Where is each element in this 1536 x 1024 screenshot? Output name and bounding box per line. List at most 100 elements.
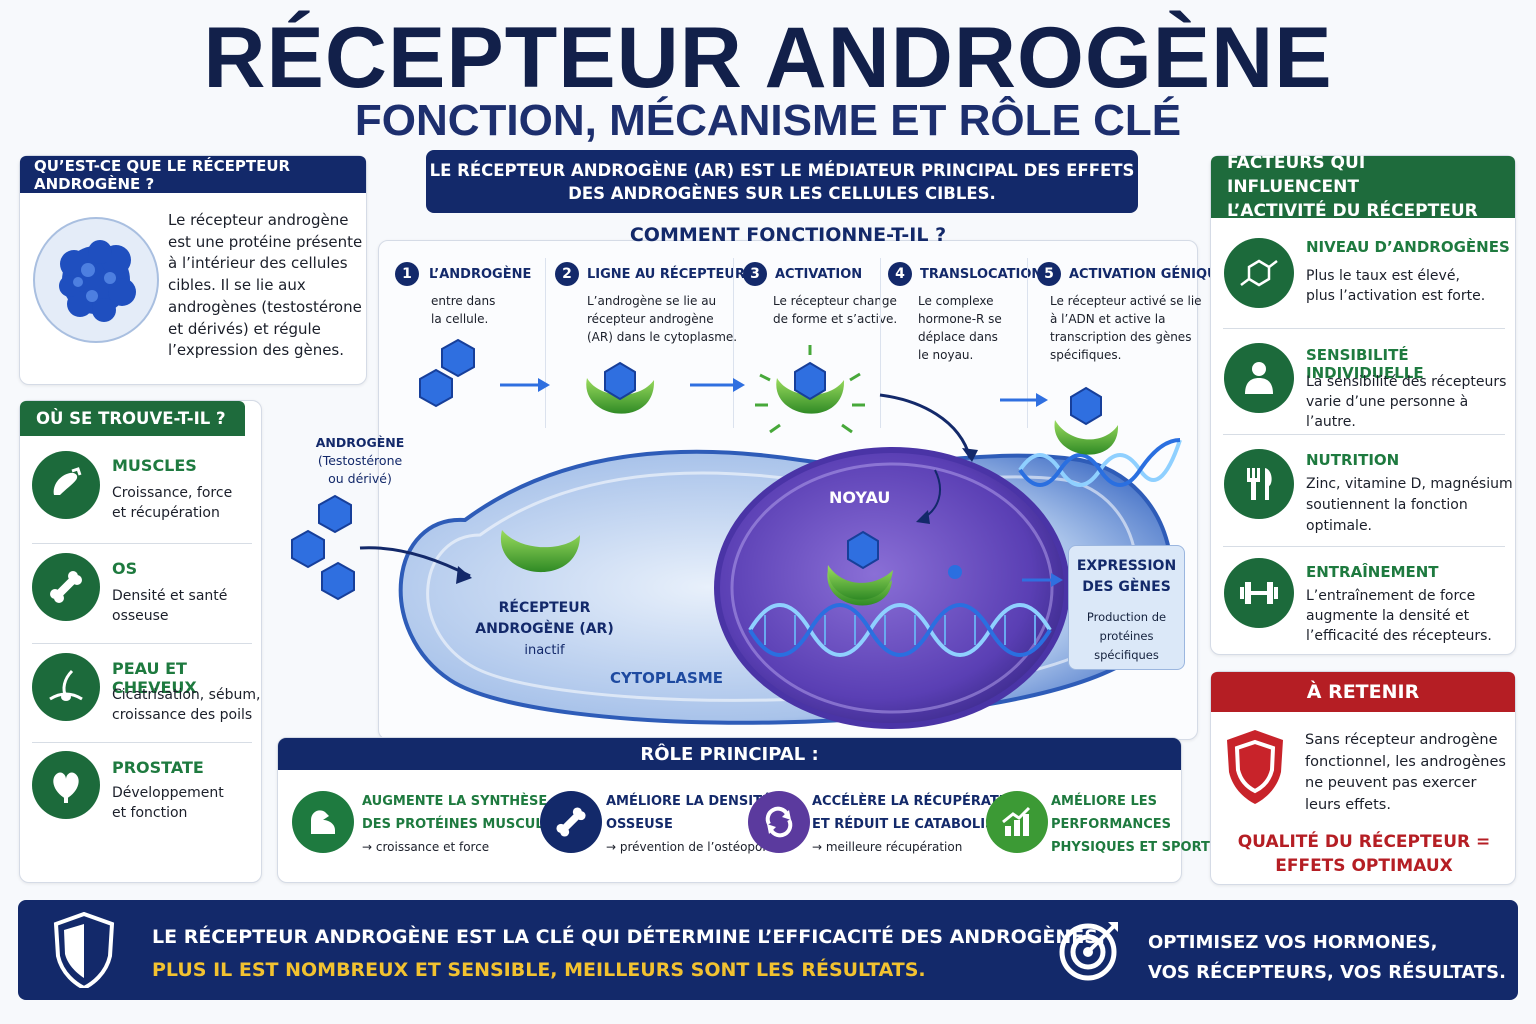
what-is-header: QU’EST-CE QUE LE RÉCEPTEUR ANDROGÈNE ? [20, 156, 366, 193]
cutlery-icon [1224, 449, 1294, 519]
factor-3-line: Zinc, vitamine D, magnésium [1306, 476, 1513, 492]
step-3-line: de forme et s’active. [773, 312, 898, 326]
step-2-line: (AR) dans le cytoplasme. [587, 330, 738, 344]
step-divider [1027, 258, 1028, 428]
step-1-line: entre dans [431, 294, 496, 308]
where-bone-title: OS [112, 559, 138, 578]
step-3-title: ACTIVATION [775, 266, 863, 282]
retain-line: leurs effets. [1305, 796, 1391, 813]
factor-2-line: La sensibilité des récepteurs [1306, 374, 1507, 390]
role-1-l2: DES PROTÉINES MUSCULAIRES [362, 817, 587, 832]
step-1-title: L’ANDROGÈNE [429, 266, 532, 282]
role-4-l2: PERFORMANCES [1051, 817, 1172, 832]
protein-icon [33, 217, 159, 343]
bar-chart-icon [986, 791, 1048, 853]
step-4-line: le noyau. [918, 348, 974, 362]
role-3-l2: ET RÉDUIT LE CATABOLISME [812, 817, 1017, 832]
retain-header: À RETENIR [1211, 672, 1515, 712]
cell-diagram [291, 338, 1182, 729]
footer-banner: LE RÉCEPTEUR ANDROGÈNE EST LA CLÉ QUI DÉ… [18, 900, 1518, 1000]
footer-line-2: PLUS IL EST NOMBREUX ET SENSIBLE, MEILLE… [152, 959, 926, 981]
banner-line-2: DES ANDROGÈNES SUR LES CELLULES CIBLES. [568, 184, 996, 203]
step-2-title: LIGNE AU RÉCEPTEUR [587, 266, 745, 282]
where-skin-l2: croissance des poils [112, 707, 253, 723]
role-2-l2: OSSEUSE [606, 817, 673, 832]
where-muscles-title: MUSCLES [112, 456, 197, 475]
where-skin-title: PEAU ET CHEVEUX [112, 659, 197, 697]
footer-line-1: LE RÉCEPTEUR ANDROGÈNE EST LA CLÉ QUI DÉ… [152, 926, 1106, 948]
step-divider [880, 258, 881, 428]
androgen-sub-1: (Testostérone [317, 453, 403, 468]
role-3-l1: ACCÉLÈRE LA RÉCUPÉRATION [812, 794, 1026, 809]
step-3-number: 3 [743, 262, 767, 286]
role-1-l3: → croissance et force [362, 840, 490, 854]
intro-banner: LE RÉCEPTEUR ANDROGÈNE (AR) EST LE MÉDIA… [426, 150, 1138, 213]
gene-expression-box: EXPRESSION DES GÈNES Production de proté… [1068, 545, 1185, 670]
divider [1223, 328, 1505, 329]
target-icon [1059, 922, 1118, 981]
step-2-line: L’androgène se lie au [587, 294, 717, 308]
expr-title-1: EXPRESSION [1076, 558, 1177, 574]
prostate-icon [32, 751, 100, 819]
where-skin-l1: Cicatrisation, sébum, [112, 687, 261, 703]
step-1: 1 L’ANDROGÈNE entre dans la cellule. [395, 262, 531, 328]
what-line-3: à l’intérieur des cellules [168, 254, 348, 273]
receptor-label-1: RÉCEPTEUR [498, 600, 591, 616]
where-prostate-l2: et fonction [112, 805, 188, 821]
androgen-sub-2: ou dérivé) [328, 471, 392, 486]
banner-line-1: LE RÉCEPTEUR ANDROGÈNE (AR) EST LE MÉDIA… [429, 161, 1135, 180]
what-is-panel: QU’EST-CE QUE LE RÉCEPTEUR ANDROGÈNE ? L… [19, 155, 367, 385]
where-panel: OÙ SE TROUVE-T-IL ? MUSCLES Croissance, … [19, 400, 262, 883]
step-4-title: TRANSLOCATION [920, 266, 1043, 282]
androgen-label: ANDROGÈNE [315, 435, 405, 450]
where-prostate-title: PROSTATE [112, 758, 204, 777]
factors-title-2: L’ACTIVITÉ DU RÉCEPTEUR [1227, 201, 1478, 221]
retain-quality-1: QUALITÉ DU RÉCEPTEUR = [1237, 832, 1491, 852]
role-2-l1: AMÉLIORE LA DENSITÉ [606, 794, 771, 809]
step-5-number: 5 [1037, 262, 1061, 286]
factors-title-1: FACTEURS QUI INFLUENCENT [1227, 153, 1366, 197]
factor-4-line: l’efficacité des récepteurs. [1306, 628, 1492, 644]
molecule-icon [1224, 238, 1294, 308]
step-divider [545, 258, 546, 428]
step-1-line: la cellule. [431, 312, 489, 326]
what-line-5: androgènes (testostérone [168, 297, 362, 316]
dumbbell-icon [1224, 558, 1294, 628]
person-icon [1224, 343, 1294, 413]
what-line-1: Le récepteur androgène [168, 211, 349, 229]
factor-3-title: NUTRITION [1306, 451, 1400, 469]
retain-line: Sans récepteur androgène [1305, 732, 1498, 748]
factor-2-line: varie d’une personne à l’autre. [1306, 394, 1469, 430]
step-4-line: hormone-R se [918, 312, 1002, 326]
divider [1223, 546, 1505, 547]
shield-icon [1227, 730, 1283, 804]
factor-4-line: L’entraînement de force [1306, 588, 1476, 604]
expr-text-1: Production de [1086, 610, 1167, 624]
factors-panel: FACTEURS QUI INFLUENCENT L’ACTIVITÉ DU R… [1210, 153, 1516, 655]
divider [32, 742, 252, 743]
step-2-number: 2 [555, 262, 579, 286]
step-4-line: Le complexe [918, 294, 994, 308]
factor-3-line: optimale. [1306, 518, 1373, 534]
nucleus-label: NOYAU [829, 488, 891, 507]
step-2-line: récepteur androgène [587, 312, 714, 326]
role-4-l3: PHYSIQUES ET SPORTIVES [1051, 840, 1244, 855]
what-line-7: l’expression des gènes. [168, 341, 345, 360]
divider [32, 543, 252, 544]
step-5-line: spécifiques. [1050, 348, 1122, 362]
where-muscles-l2: et récupération [112, 505, 220, 521]
shield-icon [53, 912, 115, 988]
retain-line: fonctionnel, les androgènes [1305, 753, 1506, 770]
step-divider [733, 258, 734, 428]
receptor-label-3: inactif [524, 643, 565, 658]
recycle-icon [748, 791, 810, 853]
role-4-l1: AMÉLIORE LES [1051, 794, 1157, 809]
muscle-icon [32, 451, 100, 519]
where-prostate-l1: Développement [112, 785, 224, 801]
factor-4-line: augmente la densité et [1306, 608, 1470, 624]
factor-2-title: SENSIBILITÉ INDIVIDUELLE [1306, 346, 1424, 382]
step-1-number: 1 [395, 262, 419, 286]
page-title: RÉCEPTEUR ANDROGÈNE [203, 10, 1333, 106]
